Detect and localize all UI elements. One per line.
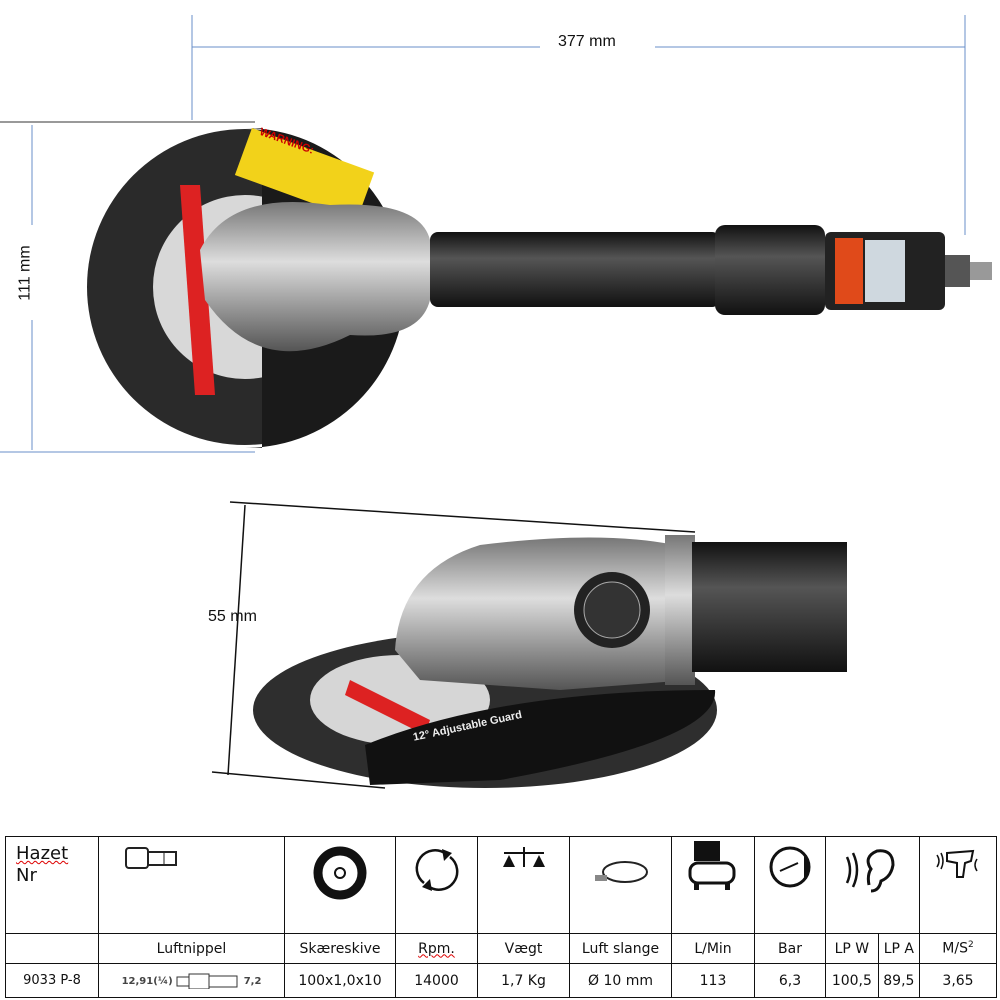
header-ms: M/S — [942, 940, 968, 957]
compressor-icon — [688, 841, 736, 890]
nipple-right-label: 7,2 — [243, 975, 262, 987]
header-row: Luftnippel Skæreskive Rpm. Vægt Luft sla… — [5, 933, 997, 964]
icon-row: Hazet Nr — [5, 836, 997, 934]
header-rpm: Rpm. — [418, 940, 455, 957]
dimension-lines — [0, 15, 966, 453]
nipple-left-label: 12,91(¼) — [121, 975, 173, 987]
cell-weight: 1,7 Kg — [477, 963, 570, 998]
pressure-gauge-icon — [769, 846, 811, 888]
height-dimension-label: 111 mm — [16, 245, 34, 301]
ear-noise-icon — [845, 849, 895, 893]
header-skaereskive: Skæreskive — [284, 933, 396, 964]
cell-nipple: 12,91(¼) 7,2 — [98, 963, 285, 998]
nipple-drawing-icon — [176, 973, 238, 989]
header-lmin: L/Min — [671, 933, 755, 964]
header-bar: Bar — [754, 933, 826, 964]
cell-ms: 3,65 — [919, 963, 997, 998]
scale-icon — [502, 847, 545, 867]
header-vaegt: Vægt — [477, 933, 570, 964]
header-luft-slange: Luft slange — [569, 933, 672, 964]
header-lpw: LP W — [825, 933, 879, 964]
cell-lpa: 89,5 — [877, 963, 921, 998]
rotation-icon — [415, 849, 458, 891]
brand-name: Hazet — [16, 843, 69, 864]
table-row: 9033 P-8 12,91(¼) 7,2 100x1,0x10 14000 1… — [5, 963, 997, 998]
side-height-dimension-label: 55 mm — [208, 608, 257, 625]
header-ms-sup: 2 — [967, 940, 974, 951]
length-dimension-label: 377 mm — [558, 33, 616, 50]
header-luftnippel: Luftnippel — [98, 933, 285, 964]
grinder-top-view — [87, 128, 992, 448]
grinder-side-view — [253, 535, 847, 788]
product-photos — [0, 15, 992, 789]
air-hose-icon — [594, 861, 648, 883]
header-lpa: LP A — [877, 933, 921, 964]
brand-cell: Hazet Nr — [5, 836, 99, 934]
cell-nr: 9033 P-8 — [5, 963, 99, 998]
cell-rpm: 14000 — [395, 963, 478, 998]
cell-lmin: 113 — [671, 963, 755, 998]
vibration-icon — [936, 849, 978, 878]
cell-hose: Ø 10 mm — [569, 963, 672, 998]
air-nipple-icon — [125, 847, 177, 869]
cell-bar: 6,3 — [754, 963, 826, 998]
cutting-disc-icon — [313, 846, 367, 900]
brand-nr: Nr — [16, 865, 37, 886]
cell-lpw: 100,5 — [825, 963, 879, 998]
spec-table: Hazet Nr Luftnippel — [5, 836, 997, 998]
cell-disc: 100x1,0x10 — [284, 963, 396, 998]
dimension-lines-side — [211, 501, 696, 789]
